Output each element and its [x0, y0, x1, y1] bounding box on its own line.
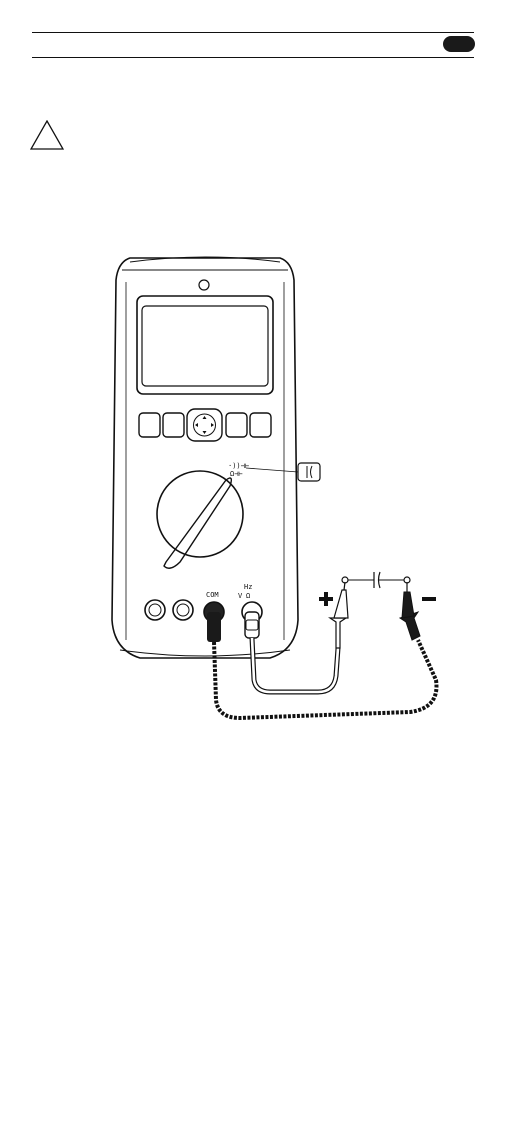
- red-test-lead: [252, 638, 338, 692]
- hz-label: Hz: [244, 583, 252, 591]
- ohm-label: Ω: [246, 592, 250, 600]
- hanger-hole: [199, 280, 209, 290]
- plus-icon: [319, 592, 333, 606]
- header-rule-bottom: [32, 57, 474, 58]
- red-plug: [245, 612, 259, 638]
- minus-icon: [422, 597, 436, 601]
- jack-ma: [173, 600, 193, 620]
- svg-text:Ω⊣⊢: Ω⊣⊢: [230, 470, 243, 478]
- black-test-lead: [214, 640, 436, 718]
- volt-label: V: [238, 592, 243, 600]
- dial-knob: [164, 478, 231, 568]
- dial-function-label: ·))⊣⊢: [228, 462, 249, 470]
- jack-a: [145, 600, 165, 620]
- display-bezel: [137, 296, 273, 394]
- soft-key-2: [163, 413, 184, 437]
- meter-case: [112, 258, 298, 658]
- header-rule-top: [32, 32, 474, 33]
- warning-triangle-icon: [30, 120, 64, 150]
- com-label: COM: [206, 591, 219, 599]
- red-probe: [330, 618, 346, 648]
- black-plug: [207, 612, 221, 642]
- soft-key-4: [250, 413, 271, 437]
- soft-key-3: [226, 413, 247, 437]
- soft-key-1: [139, 413, 160, 437]
- multimeter-illustration: ·))⊣⊢ Ω⊣⊢ COM Hz V Ω: [0, 240, 506, 740]
- section-badge: [443, 36, 475, 52]
- capacitance-callout-box: [298, 463, 320, 481]
- lcd-screen: [142, 306, 268, 386]
